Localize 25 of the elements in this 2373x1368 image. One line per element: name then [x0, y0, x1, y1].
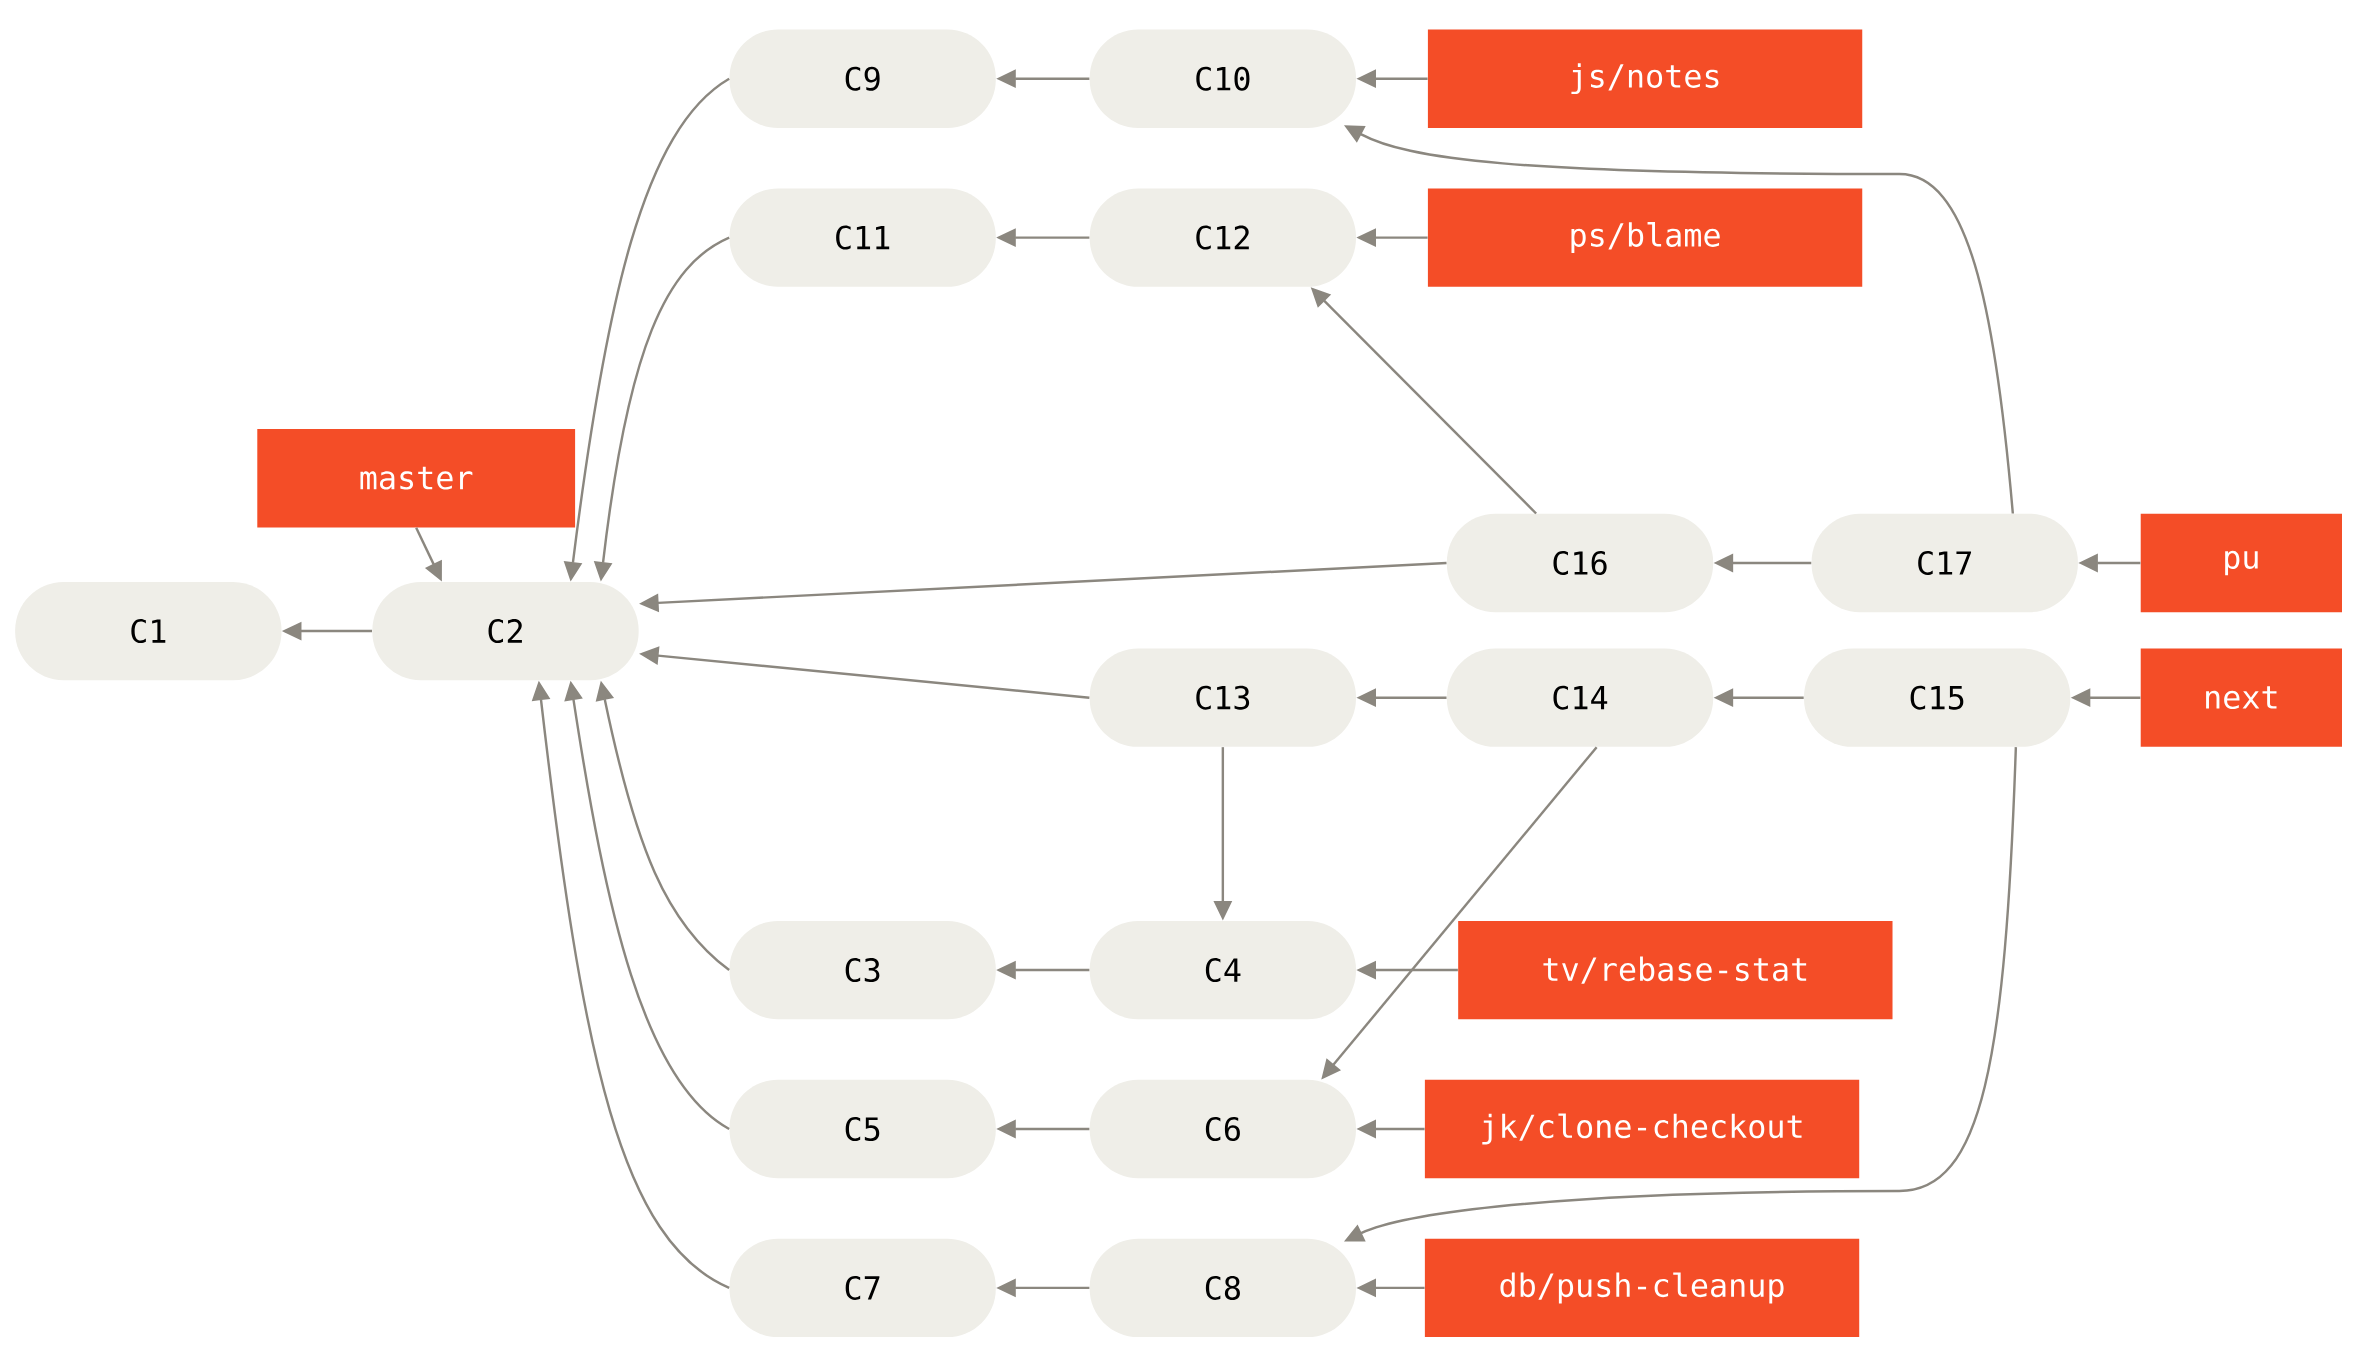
commit-pill: C5	[729, 1079, 996, 1179]
commit-pill: C4	[1089, 920, 1356, 1020]
commit-pill: C17	[1811, 513, 2078, 613]
commit-pill: C12	[1089, 188, 1356, 287]
branch-label: db/push-cleanup	[1424, 1238, 1860, 1338]
commit-pill: C7	[729, 1238, 996, 1338]
commit-pill: C14	[1446, 648, 1714, 747]
commit-pill: C11	[729, 188, 996, 287]
branch-label: js/notes	[1427, 29, 1863, 128]
branch-label: pu	[2140, 513, 2342, 613]
commit-pill: C2	[372, 581, 639, 681]
commit-pill: C8	[1089, 1238, 1356, 1338]
branch-label: tv/rebase-stat	[1458, 920, 1893, 1020]
commit-pill: C1	[15, 581, 282, 681]
commit-pill: C10	[1089, 29, 1356, 128]
commit-pill: C15	[1804, 648, 2071, 747]
commit-pill: C3	[729, 920, 996, 1020]
branch-label: next	[2140, 648, 2342, 747]
commit-pill: C16	[1446, 513, 1714, 613]
branch-label: ps/blame	[1427, 188, 1863, 287]
branch-label: jk/clone-checkout	[1424, 1079, 1860, 1179]
commit-pill: C6	[1089, 1079, 1356, 1179]
commit-pill: C9	[729, 29, 996, 128]
commit-pill: C13	[1089, 648, 1356, 747]
branch-label: master	[257, 429, 576, 528]
